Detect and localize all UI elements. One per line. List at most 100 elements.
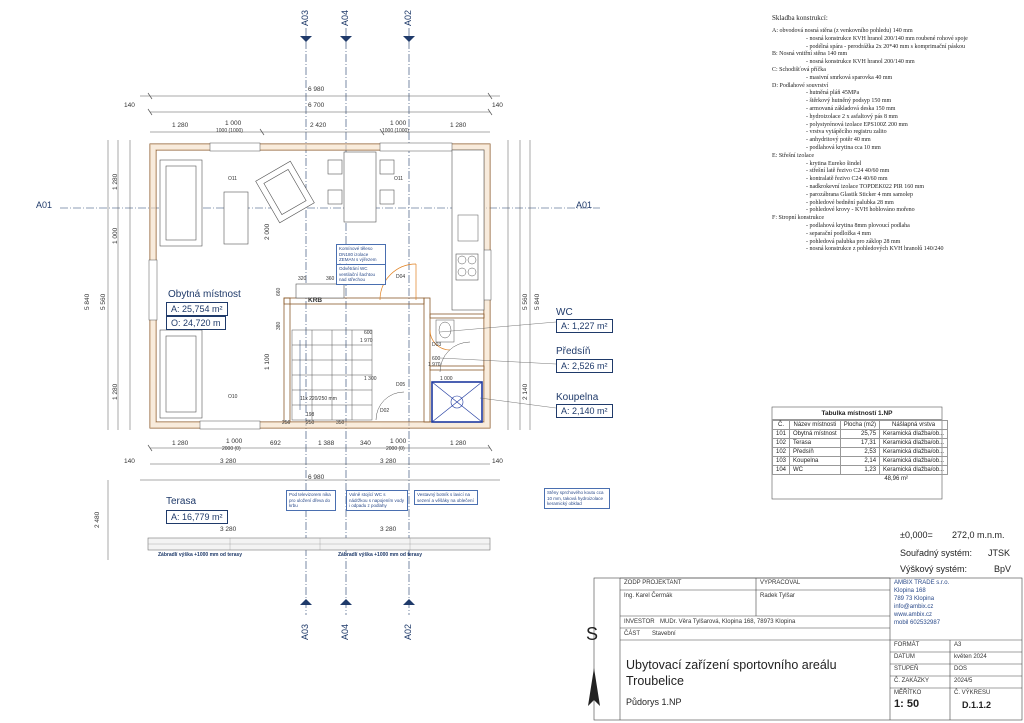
spec-line: - hutněná pláň 45MPa (806, 90, 860, 97)
room-table-cell: 1,23 (839, 465, 881, 475)
dim-terrace-3280-right: 3 280 (380, 526, 397, 533)
room-table-cell: Předsíň (789, 447, 841, 457)
zero-level-label: ±0,000= (900, 530, 933, 540)
tb-investor: MUDr. Věra Tylšarová, Klopina 168, 78973… (660, 619, 796, 625)
dim-bot-1000-right: 1 000 (390, 438, 407, 445)
room-table-title: Tabulka místností 1.NP (772, 408, 942, 420)
spec-line: - pohledová palubka pro záklop 28 mm (806, 238, 901, 245)
room-table-cell: 103 (771, 456, 791, 466)
tb-web: www.ambix.cz (894, 612, 933, 618)
spec-line: E: Střešní izolace (772, 152, 814, 159)
spec-line: - štěrkový hutněný podsyp 150 mm (806, 98, 892, 105)
door-tag-d04: D04 (396, 274, 406, 280)
tb-company: AMBIX TRADE s.r.o. (894, 580, 950, 586)
room-area-wc: A: 1,227 m² (556, 319, 613, 333)
dim-inner-2000: 2 000 (264, 223, 271, 240)
axis-label-a02-bottom: A02 (403, 623, 413, 640)
dim-top-140-left: 140 (124, 102, 135, 109)
spec-line: - nosná konstrukce KVH hranol 200/140 mm… (806, 35, 968, 42)
room-perimeter-obytna: O: 24,720 m (166, 316, 226, 330)
spec-line: - nosná konstrukce KVH hranol 200/140 mm (806, 59, 915, 66)
room-name-wc: WC (556, 307, 573, 318)
dim-left-1280: 1 280 (112, 173, 119, 190)
room-table-cell: 17,31 (839, 438, 881, 448)
railing-label-right: Zábradlí výška +1000 mm od terasy (338, 552, 423, 558)
spec-line: - podlahová krytina 8mm plovoucí podlaha (806, 222, 910, 229)
dim-inner-1970: 1 970 (360, 338, 373, 344)
dim-top-1280-right: 1 280 (450, 122, 467, 129)
tb-vypr-name: Radek Tylšar (760, 593, 795, 599)
tb-mobile: mobil 602532987 (894, 620, 941, 626)
spec-line: - polystyrénová izolace EPS100Z 200 mm (806, 121, 908, 128)
spec-line: C: Schodišťová příčka (772, 66, 826, 73)
dim-bot-340: 340 (360, 440, 371, 447)
spec-line: - vrstva vytápěcího registru zalito (806, 129, 887, 136)
dim-inner-360: 360 (326, 276, 335, 282)
dim-inner-1970b: 1 970 (428, 362, 441, 368)
tb-investor-label: INVESTOR (624, 619, 655, 625)
dim-bot-140-left: 140 (124, 458, 135, 465)
spec-line: - armovaná základová deska 150 mm (806, 105, 896, 112)
tb-datum: květen 2024 (954, 654, 987, 660)
dim-inner-320: 320 (298, 276, 307, 282)
room-table-header: Č. (771, 420, 791, 430)
dim-inner-660: 660 (276, 287, 282, 296)
dim-bot-2000-right: 2000 (0) (386, 446, 405, 452)
dim-left-1000: 1 000 (112, 227, 119, 244)
tb-vykres-label: Č. VÝKRESU (954, 690, 991, 696)
room-table-cell: 25,75 (839, 429, 881, 439)
dim-top-total: 6 980 (308, 86, 325, 93)
dim-terrace-3280-left: 3 280 (220, 526, 237, 533)
tb-stupen-label: STUPEŇ (894, 666, 919, 672)
tb-format: A3 (954, 642, 962, 648)
room-area-obytna: A: 25,754 m² (166, 302, 228, 316)
dim-right-2140: 2 140 (522, 383, 529, 400)
dim-bot-3280-left: 3 280 (220, 458, 237, 465)
coord-system-label: Souřadný systém: (900, 548, 973, 558)
room-table-cell: 102 (771, 447, 791, 457)
room-table-cell: Koupelna (789, 456, 841, 466)
dim-left-5840: 5 840 (84, 293, 91, 310)
axis-label-a01-left: A01 (36, 200, 53, 210)
stair-dim-350: 350 (336, 420, 345, 426)
dim-bot-1388: 1 388 (318, 440, 335, 447)
note-firewood-niche: Pod televizorem nika pro uložení dřeva d… (286, 490, 336, 511)
dim-inner-600b: 600 (432, 356, 441, 362)
room-table-cell: Keramická dlažba/ob... (879, 456, 949, 466)
axis-label-a02-top: A02 (403, 9, 413, 26)
tb-vypr-label: VYPRACOVAL (760, 580, 801, 586)
stair-dim-198: 198 (306, 412, 315, 418)
tb-format-label: FORMÁT (894, 642, 920, 648)
tb-email: info@ambix.cz (894, 604, 934, 610)
dim-bot-6980: 6 980 (308, 474, 325, 481)
stair-dim-250: 250 (306, 420, 315, 426)
spec-line: - kontralatě řezivo C24 40/60 mm (806, 176, 888, 183)
room-table-cell: 101 (771, 429, 791, 439)
room-name-terasa: Terasa (166, 496, 197, 507)
room-table-header: Název místnosti (789, 420, 841, 430)
axis-label-a03-top: A03 (300, 9, 310, 26)
room-table: Tabulka místností 1.NP Č.Název místnosti… (771, 408, 949, 482)
coord-system-value: JTSK (988, 548, 1011, 558)
dim-top-140-right: 140 (492, 102, 503, 109)
zero-level-value: 272,0 m.n.m. (952, 530, 1005, 540)
stair-dim-256: 256 (282, 420, 291, 426)
dim-bot-2000: 2000 (0) (222, 446, 241, 452)
room-table-cell: Keramická dlažba/ob... (879, 465, 949, 475)
spec-line: - pohledové bednění palubka 28 mm (806, 199, 894, 206)
railing-label-left: Zábradlí výška +1000 mm od terasy (158, 552, 243, 558)
specs-list: A: obvodová nosná stěna (z venkovního po… (772, 28, 1012, 254)
spec-line: B: Nosná vnitřní stěna 140 mm (772, 51, 848, 58)
door-tag-d05: D05 (396, 382, 406, 388)
dim-top-1000-right: 1 000 (390, 120, 407, 127)
room-area-terasa: A: 16,779 m² (166, 510, 228, 524)
dim-bot-140-right: 140 (492, 458, 503, 465)
dim-inner-1300: 1 300 (364, 376, 377, 382)
tb-zodp-name: Ing. Karel Čermák (624, 593, 673, 599)
note-toilet: Volně stojící WC s nádržkou s napojením … (346, 490, 408, 511)
tb-project-line-2: Troubelice (626, 674, 684, 688)
